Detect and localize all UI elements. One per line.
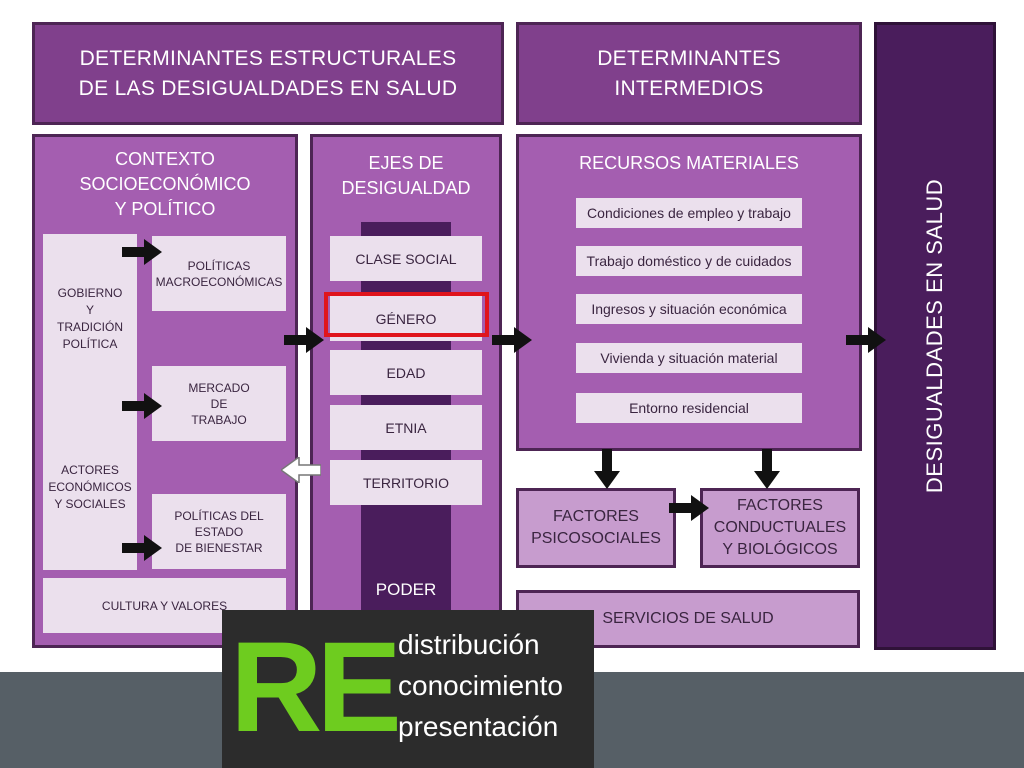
health-inequalities-bar: DESIGUALDADES EN SALUD — [874, 22, 996, 650]
material-resources-title: RECURSOS MATERIALES — [579, 153, 799, 173]
macroeconomic-policies-box: POLÍTICAS MACROECONÓMICAS — [152, 236, 286, 311]
re-logo: RE distribución conocimiento presentació… — [222, 610, 594, 768]
axis-item-ethnicity: ETNIA — [330, 405, 482, 450]
axis-item-territory: TERRITORIO — [330, 460, 482, 505]
arrow-down-icon — [754, 449, 780, 489]
labor-market-box: MERCADO DE TRABAJO — [152, 366, 286, 441]
intermediate-determinants-header: DETERMINANTES INTERMEDIOS — [516, 22, 862, 125]
axes-title: EJES DE DESIGUALDAD — [341, 153, 471, 198]
arrow-right-icon — [122, 535, 162, 561]
re-logo-word-knowledge: conocimiento — [398, 670, 563, 701]
welfare-state-policies-box: POLÍTICAS DEL ESTADO DE BIENESTAR — [152, 494, 286, 569]
resource-income: Ingresos y situación económica — [576, 294, 802, 324]
power-label: PODER — [375, 580, 437, 599]
re-logo-word-representation: presentación — [398, 711, 559, 742]
resource-residential-environment: Entorno residencial — [576, 393, 802, 423]
re-logo-letters: RE — [230, 616, 402, 759]
resource-employment: Condiciones de empleo y trabajo — [576, 198, 802, 228]
resource-housing: Vivienda y situación material — [576, 343, 802, 373]
health-inequalities-label: DESIGUALDADES EN SALUD — [922, 178, 947, 494]
psychosocial-factors-box: FACTORES PSICOSOCIALES — [516, 488, 676, 568]
arrow-right-icon — [669, 495, 709, 521]
arrow-right-icon — [284, 327, 324, 353]
structural-determinants-header: DETERMINANTES ESTRUCTURALES DE LAS DESIG… — [32, 22, 504, 125]
arrow-right-icon — [122, 393, 162, 419]
arrow-right-icon — [846, 327, 886, 353]
context-title: CONTEXTO SOCIOECONÓMICO Y POLÍTICO — [79, 149, 251, 219]
axis-item-age: EDAD — [330, 350, 482, 395]
arrow-right-icon — [122, 239, 162, 265]
government-tradition-label: GOBIERNO Y TRADICIÓN POLÍTICA — [43, 234, 137, 404]
arrow-left-icon — [281, 457, 321, 483]
gender-highlight-frame — [324, 292, 489, 337]
arrow-right-icon — [492, 327, 532, 353]
resource-domestic-work: Trabajo doméstico y de cuidados — [576, 246, 802, 276]
re-logo-word-redistribution: distribución — [398, 629, 540, 660]
behavioral-biological-factors-box: FACTORES CONDUCTUALES Y BIOLÓGICOS — [700, 488, 860, 568]
economic-actors-label: ACTORES ECONÓMICOS Y SOCIALES — [43, 404, 137, 570]
arrow-down-icon — [594, 449, 620, 489]
axis-item-social-class: CLASE SOCIAL — [330, 236, 482, 281]
